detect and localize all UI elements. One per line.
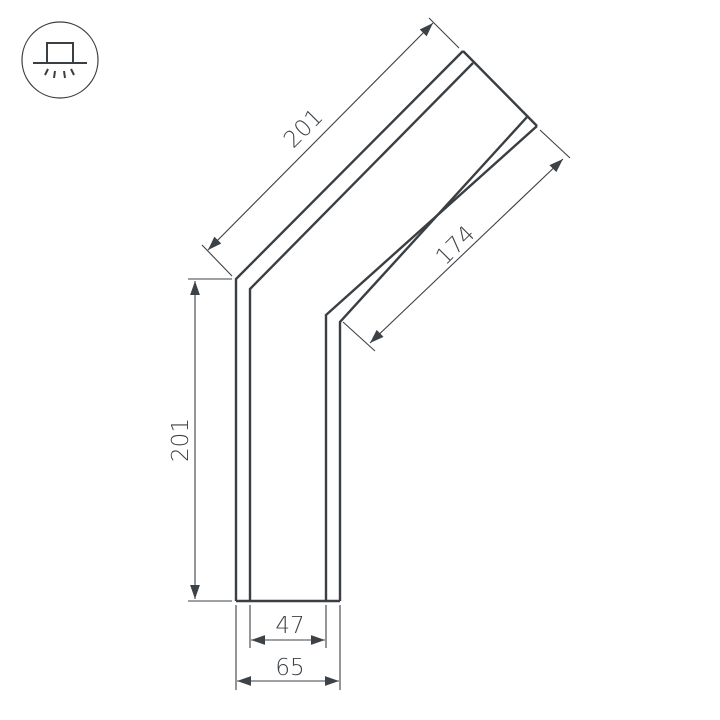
- left-wall-line: [248, 62, 474, 601]
- recessed-ceiling-light-icon: [21, 21, 99, 99]
- dim-65-label: 65: [275, 655, 304, 681]
- dim-top-201-label: 201: [279, 104, 328, 153]
- dim-47-label: 47: [275, 613, 304, 639]
- dim-top-201-line: [207, 22, 434, 251]
- dim-vertical-201-label: 201: [168, 418, 194, 462]
- right-wall-line: [338, 116, 528, 601]
- inner-edge: [324, 125, 538, 601]
- dimension-lines: [188, 17, 571, 690]
- dim-174-label: 174: [431, 221, 480, 270]
- outer-edge: [234, 50, 464, 601]
- dim-174-line: [369, 158, 564, 344]
- top-cap: [462, 50, 538, 127]
